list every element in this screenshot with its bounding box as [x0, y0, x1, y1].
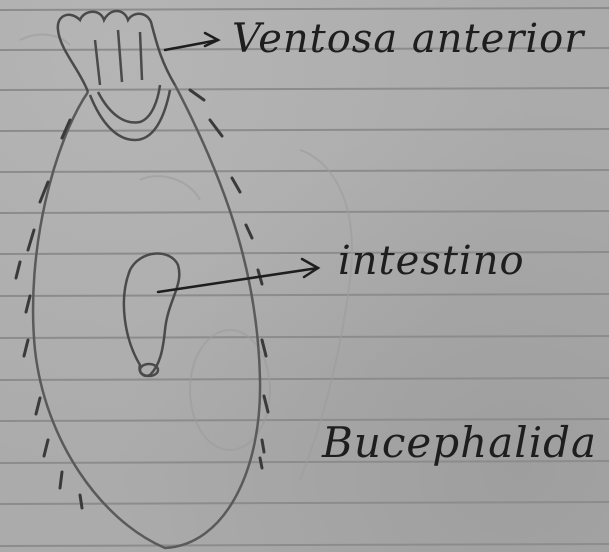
intestine [124, 254, 179, 376]
label-ventosa-anterior: Ventosa anterior [232, 16, 584, 62]
tegument-marks [16, 90, 268, 508]
bleed-through-sketch [20, 35, 352, 480]
label-intestino: intestino [338, 238, 525, 284]
body-outline [33, 85, 260, 548]
anterior-sucker [58, 11, 175, 140]
label-pointers [158, 33, 318, 292]
label-title-bucephalida: Bucephalida [322, 418, 597, 467]
